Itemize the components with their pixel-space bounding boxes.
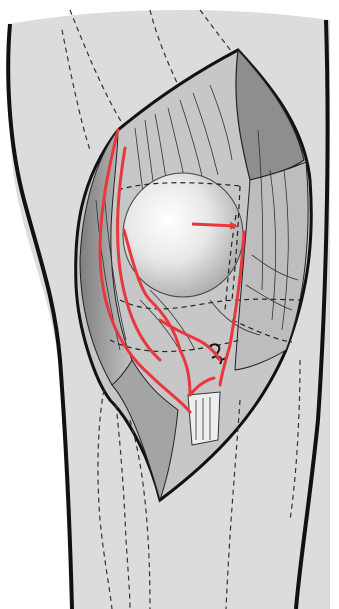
- femoral-condyle: [123, 173, 243, 297]
- direction-arrow-icon: [192, 224, 236, 226]
- tendon-stump: [188, 392, 220, 445]
